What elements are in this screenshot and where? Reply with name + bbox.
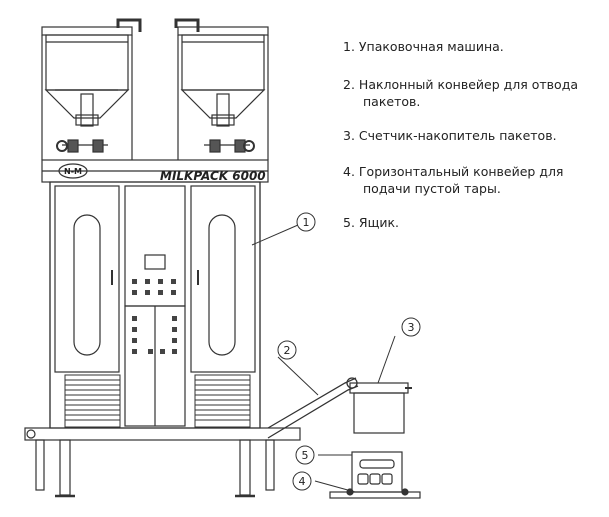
crate (351, 451, 403, 493)
legend-number: 2. (343, 77, 355, 92)
lower-buttons (132, 316, 177, 354)
legend-item: 5. Ящик. (343, 214, 603, 231)
callout-4 (292, 471, 312, 491)
legend-text: Упаковочная машина. (358, 39, 504, 54)
callout-5 (295, 445, 315, 465)
legend-text-continued: пакетов. (363, 94, 421, 109)
legend-number: 4. (343, 164, 355, 179)
legend-number: 3. (343, 128, 355, 143)
callout-label-3: 3 (408, 321, 415, 334)
legend-text: Счетчик-накопитель пакетов. (358, 128, 557, 143)
leg (265, 439, 275, 491)
right-vent (194, 374, 251, 428)
legend-text: Наклонный конвейер для отвода (358, 77, 579, 92)
legend-item: 4. Горизонтальный конвейер для подачи пу… (343, 163, 603, 197)
callout-3 (401, 317, 421, 337)
leg (59, 439, 71, 496)
callout-label-4: 4 (299, 475, 306, 488)
legend-item: 2. Наклонный конвейер для отвода пакетов… (343, 76, 603, 110)
legend-text: Ящик. (358, 215, 400, 230)
right-hopper (174, 18, 269, 160)
left-door (54, 185, 120, 373)
callout-label-2: 2 (284, 344, 291, 357)
left-hopper (41, 18, 142, 160)
counter-accumulator (349, 382, 412, 434)
upper-buttons (132, 279, 176, 295)
legend-number: 1. (343, 39, 355, 54)
base-frame (24, 427, 301, 441)
logo-badge (58, 163, 88, 179)
left-vent (64, 374, 121, 428)
legend-item: 3. Счетчик-накопитель пакетов. (343, 127, 603, 144)
callout-1 (296, 212, 316, 232)
callout-label-1: 1 (303, 216, 310, 229)
right-door (190, 185, 256, 373)
control-display (144, 254, 166, 270)
legend-number: 5. (343, 215, 355, 230)
inclined-conveyor (267, 377, 359, 439)
leg (239, 439, 251, 496)
callout-2 (277, 340, 297, 360)
leg (35, 439, 45, 491)
logo-text: N-M (64, 167, 82, 176)
legend-item: 1. Упаковочная машина. (343, 38, 603, 55)
callout-label-5: 5 (302, 449, 309, 462)
brand-label: MILKPACK 6000 (160, 169, 266, 183)
control-panel-upper (124, 185, 186, 307)
horizontal-conveyor (329, 488, 421, 499)
legend-text-continued: подачи пустой тары. (363, 181, 501, 196)
legend-text: Горизонтальный конвейер для (358, 164, 564, 179)
